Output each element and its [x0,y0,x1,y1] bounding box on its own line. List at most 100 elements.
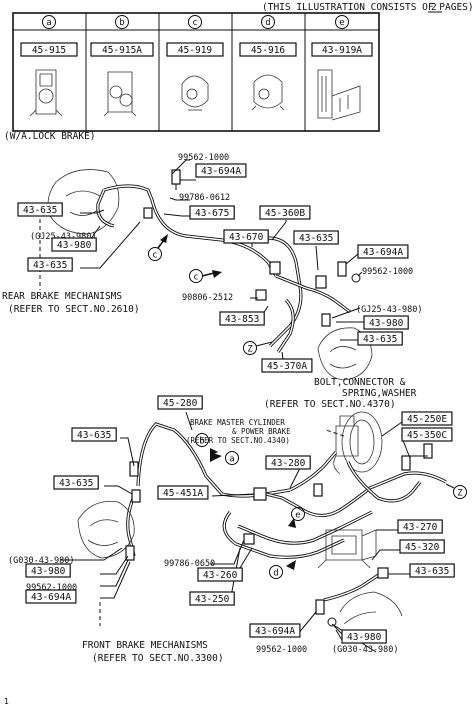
part-label-box [341,629,387,644]
part-label-p8: 45-360B [259,205,311,220]
part-number: 90806-2512 [182,293,233,303]
part-label-p39: 99562-1000 [256,645,307,655]
part-label-p27: 43-270 [397,519,443,534]
clip-marker-a: a [210,451,239,465]
part-number: 45-350C [407,430,447,441]
svg-text:& POWER BRAKE: & POWER BRAKE [232,427,291,436]
front-assembly-drawing [60,411,447,653]
part-label-p26: 45-451A [157,485,209,500]
part-label-p34: 45-320 [399,539,445,554]
svg-text:FRONT BRAKE MECHANISMS: FRONT BRAKE MECHANISMS [82,640,208,651]
header: (THIS ILLUSTRATION CONSISTS OF PAGES) 2 [262,2,474,13]
legend-column-c: c 45-919 [166,15,224,111]
clip-marker-z: Z [243,341,273,355]
part-number: 99562-1000 [26,583,77,593]
part-number: 45-250E [407,414,447,425]
clip-d-icon [251,74,285,111]
fitting-bolt [423,443,433,459]
fitting-clip [129,461,139,477]
part-label-p4: 43-675 [189,205,235,220]
part-label-box [265,455,311,470]
washer [327,617,337,627]
part-number: 45-320 [405,542,440,553]
rear-brake-note: REAR BRAKE MECHANISMS (REFER TO SECT.NO.… [2,291,140,315]
svg-text:SPRING,WASHER: SPRING,WASHER [342,388,417,399]
part-label-box [401,427,453,442]
part-number: 43-670 [229,232,264,243]
part-label-box [157,395,203,410]
fitting-bolt [337,261,347,277]
part-label-box [357,331,403,346]
part-label-p1: 99562-1000 [178,153,229,163]
part-label-box [363,315,409,330]
svg-text:Z: Z [247,345,253,355]
bolt-connector-note: BOLT,CONNECTOR & SPRING,WASHER (REFER TO… [264,377,417,410]
clip-marker-d: d [269,560,296,579]
clip-marker-c: c [189,269,222,283]
part-label-box [71,427,117,442]
clip-marker-e: e [288,507,305,528]
svg-text:c: c [193,273,198,283]
legend-letter: e [339,18,344,28]
fitting-bolt [243,533,255,545]
part-label-p36: 43-250 [189,591,235,606]
part-number: 99562-1000 [256,645,307,655]
legend-part-number: 45-919 [178,45,213,56]
clip-c-icon [181,75,209,111]
clip-marker-z: Z [445,483,467,499]
clip-b-icon [103,71,137,117]
fitting-union [253,487,267,501]
part-number: 43-980 [31,566,66,577]
part-number: 45-280 [163,398,198,409]
part-number: 43-635 [33,260,67,271]
part-label-p23: 45-350C [401,427,453,442]
part-number: 43-694A [201,166,241,177]
part-number: 99562-1000 [178,153,229,163]
part-label-box [53,475,99,490]
fitting-bolt [125,545,135,561]
part-label-p31: 43-694A [25,589,77,604]
part-label-box [25,563,71,578]
fitting-bolt [255,289,267,301]
part-label-p19: 45-370A [261,358,313,373]
part-label-p17: 43-980 [363,315,409,330]
svg-text:Z: Z [457,489,463,499]
part-number: 43-694A [363,247,403,258]
pages-note: (THIS ILLUSTRATION CONSISTS OF PAGES) [262,2,474,13]
page-count: 2 [431,2,437,13]
part-label-p2: 43-694A [195,163,247,178]
part-label-p32: 99786-0650 [164,559,215,569]
part-label-p37: 43-694A [249,623,301,638]
part-label-p18: 43-635 [357,331,403,346]
part-label-box [189,591,235,606]
front-brake-note: FRONT BRAKE MECHANISMS (REFER TO SECT.NO… [82,640,224,664]
part-label-box [249,623,301,638]
part-label-p9: 43-670 [223,229,269,244]
part-label-box [259,205,311,220]
part-label-box [51,237,97,252]
legend-table: a 45-915 b 45-915A [12,12,380,132]
front-left-brake-sketch [77,501,135,559]
legend-letter: c [192,18,197,28]
part-label-box [399,539,445,554]
part-number: (G030-43-980) [332,645,399,655]
part-number: 43-675 [195,208,229,219]
legend-part-number: 45-916 [251,45,286,56]
part-label-p5: 43-635 [17,202,63,217]
part-number: 43-270 [403,522,438,533]
part-label-p38: 43-980 [341,629,387,644]
part-labels: 99562-100043-694A99786-061243-67543-635(… [8,153,455,655]
legend-part-number: 45-915 [32,45,66,56]
part-label-box [219,311,265,326]
clip-a-icon [29,69,63,117]
part-label-p33: 43-260 [197,567,243,582]
part-label-p40: (G030-43-980) [332,645,399,655]
fitting-bolt [315,599,325,615]
part-number: 45-451A [163,488,203,499]
part-label-p35: 43-635 [409,563,455,578]
part-label-p10: 43-635 [27,257,73,272]
rear-assembly-drawing [39,159,373,381]
svg-text:b: b [199,437,204,447]
part-label-box [293,230,339,245]
svg-text:c: c [152,251,157,261]
